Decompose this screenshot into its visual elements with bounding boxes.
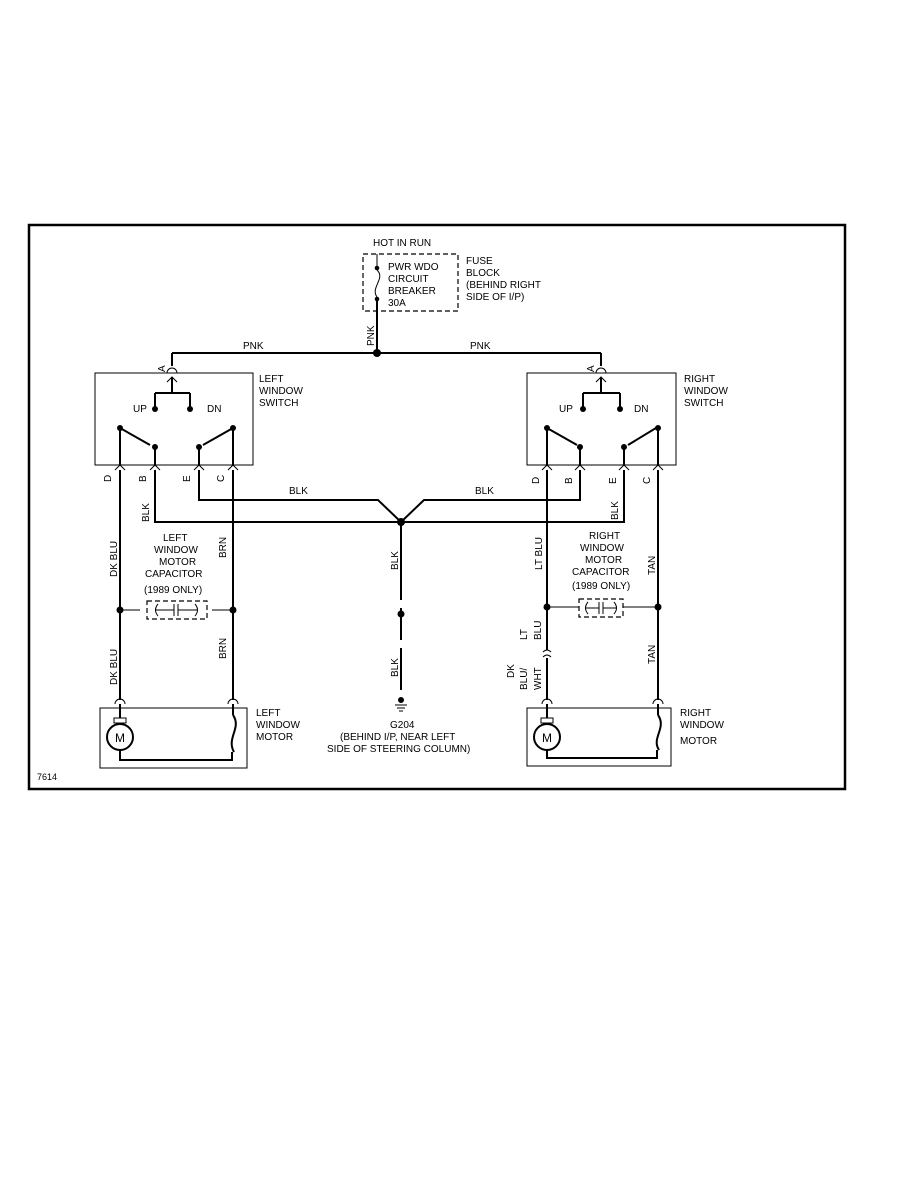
left-terminal-c: C	[216, 475, 227, 482]
left-capacitor-label-2: WINDOW	[154, 545, 198, 556]
left-terminal-e: E	[182, 475, 193, 482]
right-switch-dn: DN	[634, 404, 648, 415]
left-capacitor-label-3: MOTOR	[159, 557, 196, 568]
right-c-wire-label-1: TAN	[647, 556, 658, 575]
right-d-wire-label-2b: BLU	[533, 621, 544, 640]
left-c-wire-label-2: BRN	[218, 638, 229, 659]
right-capacitor-label-4: CAPACITOR	[572, 567, 629, 578]
right-d-wire-label-3b: BLU/	[519, 668, 530, 690]
fuse-block-box	[362, 253, 459, 312]
left-motor-title-3: MOTOR	[256, 732, 293, 743]
blk-label-b-left: BLK	[141, 503, 152, 522]
right-motor-title-3: MOTOR	[680, 736, 717, 747]
right-switch-title-2: WINDOW	[684, 386, 728, 397]
left-window-motor: M	[99, 698, 248, 769]
left-window-switch: A UP DN D B E C	[94, 365, 254, 482]
blk-label-main-2: BLK	[390, 658, 401, 677]
breaker-label-2: CIRCUIT	[388, 274, 429, 285]
diagram-id: 7614	[37, 772, 57, 782]
left-d-wire-label-2: DK BLU	[109, 649, 120, 685]
ground-location-1: (BEHIND I/P, NEAR LEFT	[340, 732, 455, 743]
right-d-wire-label-1: LT BLU	[534, 537, 545, 570]
right-window-motor: M	[526, 698, 672, 767]
ground-location-2: SIDE OF STEERING COLUMN)	[327, 744, 470, 755]
left-d-wire-label-1: DK BLU	[109, 541, 120, 577]
right-motor-title-2: WINDOW	[680, 720, 724, 731]
right-switch-up: UP	[559, 404, 573, 415]
right-feed-label: PNK	[470, 341, 491, 352]
right-switch-terminal-a: A	[586, 365, 597, 372]
blk-ground-wires	[154, 470, 625, 690]
right-d-wire-label-3a: DK	[506, 664, 517, 678]
left-capacitor-label-4: CAPACITOR	[145, 569, 202, 580]
left-switch-title-3: SWITCH	[259, 398, 298, 409]
left-terminal-d: D	[103, 475, 114, 482]
fuse-block-label-3: (BEHIND RIGHT	[466, 280, 541, 291]
left-motor-wires	[116, 470, 237, 700]
left-feed-label: PNK	[243, 341, 264, 352]
right-terminal-c: C	[642, 477, 653, 484]
right-window-switch: A UP DN D B E C	[526, 365, 677, 484]
left-c-wire-label-1: BRN	[218, 537, 229, 558]
right-capacitor-label-2: WINDOW	[580, 543, 624, 554]
right-c-wire-label-2: TAN	[647, 645, 658, 664]
right-motor-m-icon: M	[542, 731, 552, 745]
fuse-block-label-2: BLOCK	[466, 268, 500, 279]
left-capacitor-label-1: LEFT	[163, 533, 187, 544]
breaker-label-4: 30A	[388, 298, 406, 309]
right-d-wire-label-2a: LT	[519, 629, 530, 640]
left-switch-up: UP	[133, 404, 147, 415]
right-motor-wires	[542, 470, 662, 700]
feed-wire-label: PNK	[366, 325, 377, 346]
right-switch-title-3: SWITCH	[684, 398, 723, 409]
right-capacitor-label-5: (1989 ONLY)	[572, 581, 630, 592]
right-d-wire-label-3c: WHT	[533, 667, 544, 690]
breaker-label-3: BREAKER	[388, 286, 436, 297]
left-terminal-b: B	[138, 475, 149, 482]
diagram-frame	[27, 223, 847, 791]
fuse-block-label-4: SIDE OF I/P)	[466, 292, 524, 303]
left-switch-title-2: WINDOW	[259, 386, 303, 397]
blk-label-e-right: BLK	[610, 501, 621, 520]
right-motor-title-1: RIGHT	[680, 708, 711, 719]
right-capacitor-icon	[578, 598, 624, 618]
left-motor-title-1: LEFT	[256, 708, 280, 719]
ground-symbol-icon	[395, 697, 407, 712]
right-terminal-b: B	[564, 477, 575, 484]
right-terminal-e: E	[608, 477, 619, 484]
left-motor-m-icon: M	[115, 731, 125, 745]
blk-label-main-1: BLK	[390, 551, 401, 570]
feed-splice	[373, 349, 381, 357]
left-motor-title-2: WINDOW	[256, 720, 300, 731]
left-switch-terminal-a: A	[157, 365, 168, 372]
breaker-label-1: PWR WDO	[388, 262, 439, 273]
left-capacitor-label-5: (1989 ONLY)	[144, 585, 202, 596]
circuit-breaker-icon	[374, 254, 381, 353]
right-switch-title-1: RIGHT	[684, 374, 715, 385]
left-capacitor-icon	[146, 600, 208, 620]
left-switch-dn: DN	[207, 404, 221, 415]
right-capacitor-label-3: MOTOR	[585, 555, 622, 566]
right-capacitor-label-1: RIGHT	[589, 531, 620, 542]
hot-in-run-label: HOT IN RUN	[373, 238, 431, 249]
blk-label-left: BLK	[289, 486, 308, 497]
ground-id: G204	[390, 720, 415, 731]
left-switch-title-1: LEFT	[259, 374, 283, 385]
fuse-block-label-1: FUSE	[466, 256, 493, 267]
right-terminal-d: D	[531, 477, 542, 484]
blk-label-right: BLK	[475, 486, 494, 497]
